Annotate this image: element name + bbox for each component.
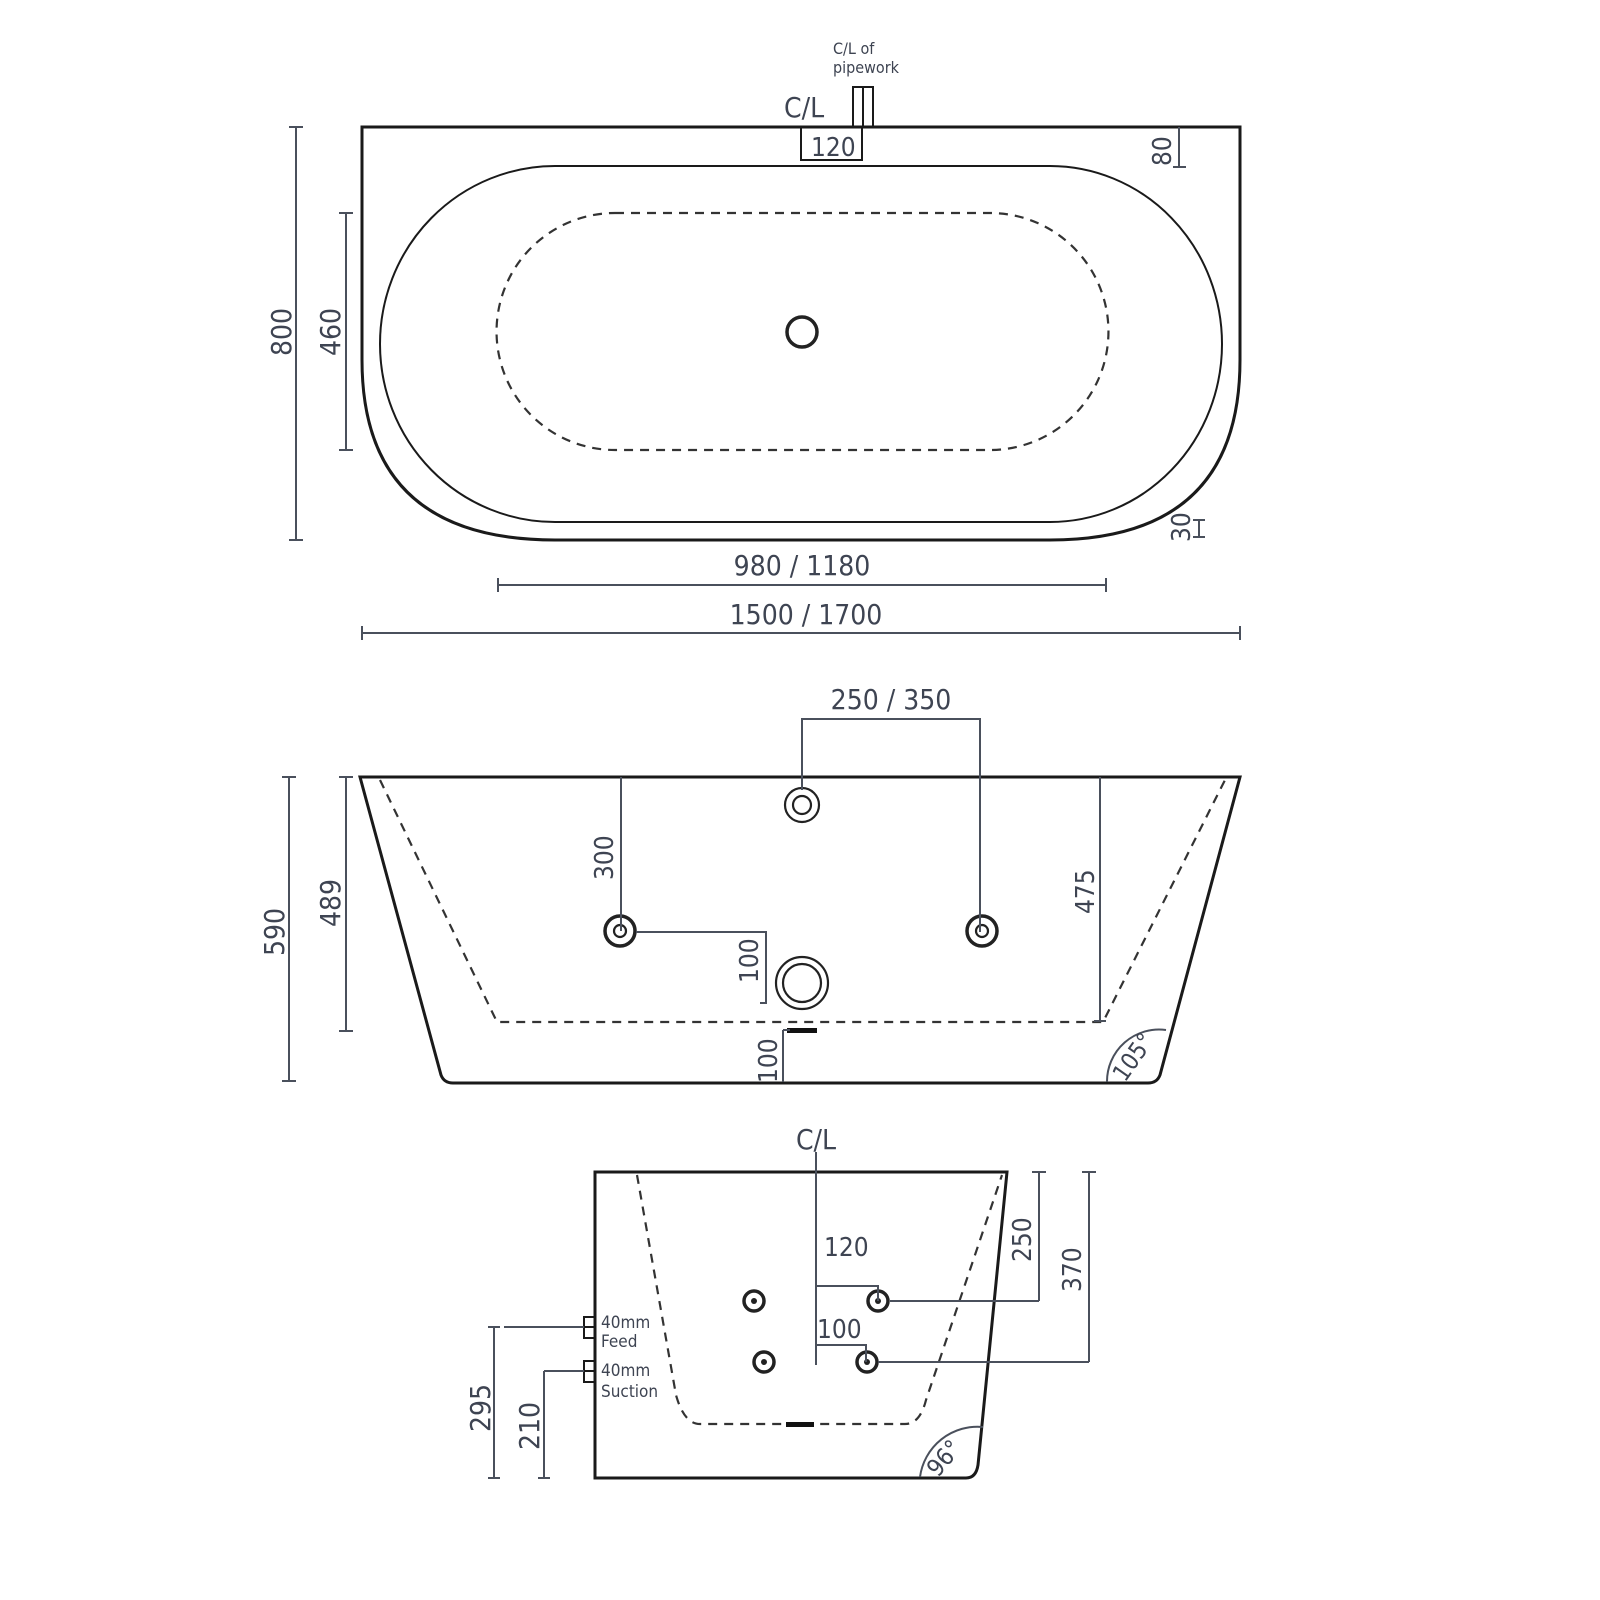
pipework-offset-box xyxy=(800,127,863,161)
plan-inner-length-value: 980 / 1180 xyxy=(734,549,871,582)
cl-pipework-label-1: C/L of xyxy=(833,39,875,58)
plan-overall-width-value: 800 xyxy=(265,308,298,356)
front-overall-height-value: 590 xyxy=(258,908,291,956)
end-angle-value: 96° xyxy=(921,1435,967,1482)
plan-rim-side-value: 30 xyxy=(1167,512,1197,542)
front-jet-height-value: 300 xyxy=(590,835,620,880)
end-outer-outline xyxy=(593,1170,1009,1480)
end-suction-height-value: 210 xyxy=(513,1402,546,1450)
front-drain-outlet xyxy=(787,1028,817,1033)
end-upper-jet-height-value: 250 xyxy=(1008,1217,1038,1262)
front-overflow-icon xyxy=(783,786,821,824)
front-jet-right-icon xyxy=(965,914,999,948)
front-inner-depth-value: 489 xyxy=(314,879,347,927)
end-upper-jet-offset-value: 120 xyxy=(824,1233,869,1263)
plan-view: C/L of pipework C/L 120 80 30 800 460 98… xyxy=(265,39,1242,640)
front-base-thickness-value: 100 xyxy=(754,1038,784,1083)
suction-connector-icon xyxy=(583,1360,596,1383)
suction-label-type: Suction xyxy=(601,1382,658,1402)
front-outer-outline xyxy=(358,775,1242,1085)
plan-drain-icon xyxy=(785,315,819,349)
plan-pipework-offset-value: 120 xyxy=(811,133,856,163)
plan-outer-outline xyxy=(360,125,1242,542)
front-elevation: 250 / 350 300 100 475 590 489 100 105° xyxy=(258,683,1242,1087)
end-lower-jet-offset-value: 100 xyxy=(817,1315,862,1345)
front-jet-spacing-value: 250 / 350 xyxy=(831,683,952,716)
end-cl-label: C/L xyxy=(796,1123,836,1156)
end-feed-height-value: 295 xyxy=(464,1384,497,1432)
front-drain-icon xyxy=(774,955,830,1011)
feed-label-size: 40mm xyxy=(601,1313,650,1333)
end-jet-lower-left-icon xyxy=(752,1350,776,1374)
feed-connector-icon xyxy=(583,1316,596,1339)
plan-cl-label: C/L xyxy=(784,91,824,124)
plan-overall-length-value: 1500 / 1700 xyxy=(730,598,883,631)
end-elevation: C/L 120 100 250 37 xyxy=(464,1123,1096,1482)
cl-pipework-label-2: pipework xyxy=(833,58,900,77)
suction-label-size: 40mm xyxy=(601,1361,650,1381)
front-basin-hidden xyxy=(379,779,1226,1024)
end-jet-upper-left-icon xyxy=(742,1289,766,1313)
plan-inner-rim xyxy=(379,165,1223,523)
plan-inner-width-value: 460 xyxy=(314,308,347,356)
end-drain-outlet xyxy=(786,1422,814,1427)
plan-rim-back-value: 80 xyxy=(1148,136,1178,166)
end-lower-jet-height-value: 370 xyxy=(1058,1247,1088,1292)
end-basin-hidden xyxy=(635,1174,1004,1426)
front-depth-right-value: 475 xyxy=(1071,869,1101,914)
front-angle-value: 105° xyxy=(1107,1028,1160,1087)
feed-label-type: Feed xyxy=(601,1332,637,1352)
front-jet-to-drain-value: 100 xyxy=(735,938,765,983)
